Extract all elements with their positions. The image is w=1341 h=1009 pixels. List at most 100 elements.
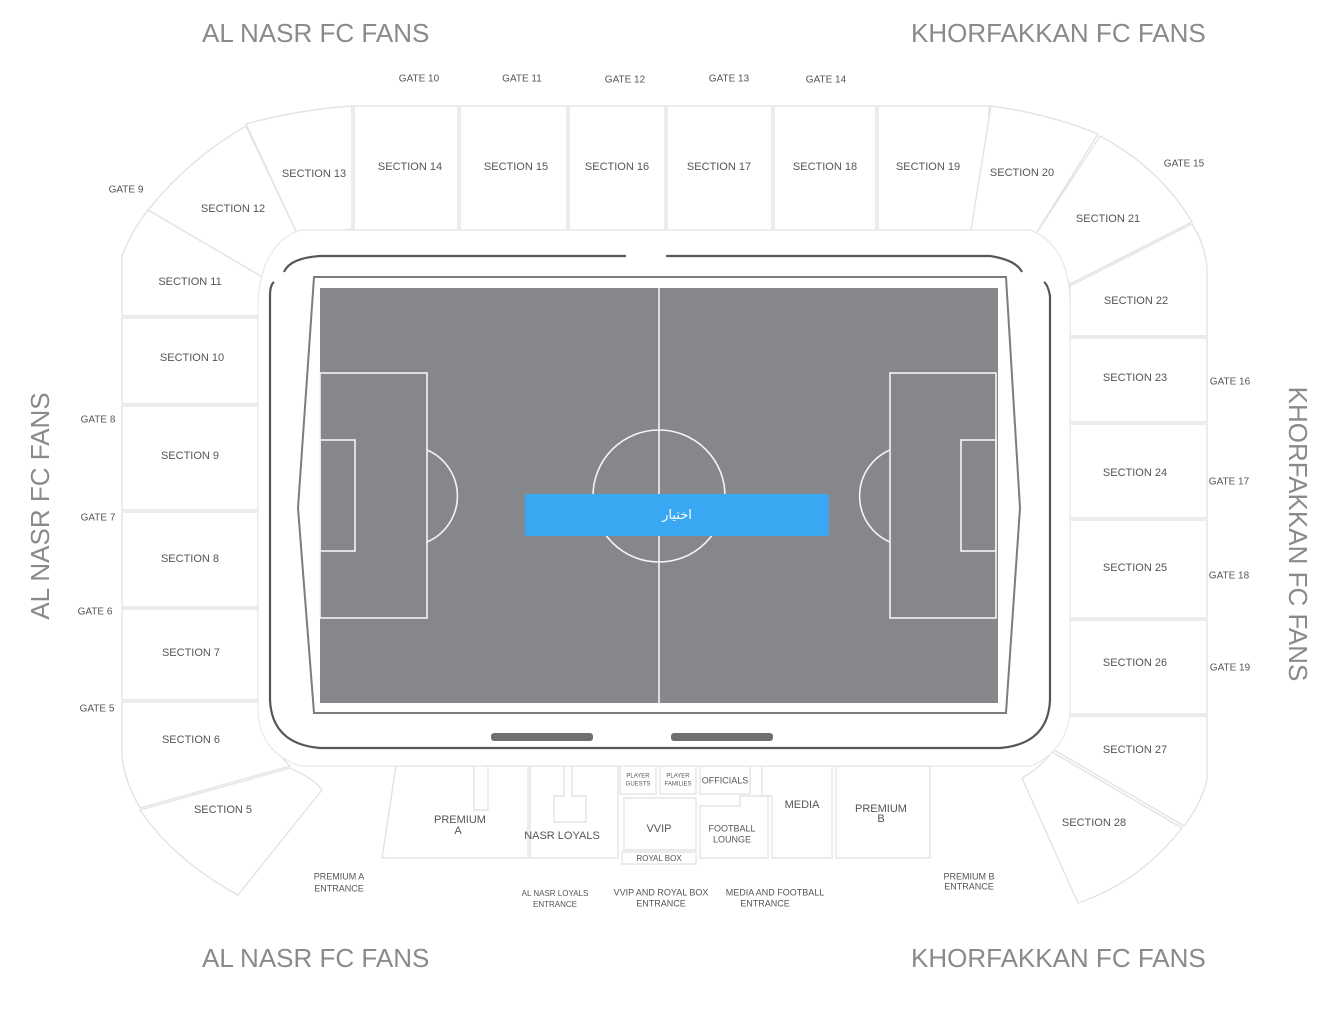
section-26[interactable]: SECTION 26 — [1069, 619, 1208, 715]
gate-11-label: GATE 11 — [502, 74, 542, 85]
section-22-label: SECTION 22 — [1104, 295, 1168, 307]
player-families-area[interactable]: PLAYER FAMILIES — [659, 765, 697, 795]
section-15[interactable]: SECTION 15 — [459, 105, 568, 231]
media-area[interactable]: MEDIA — [761, 765, 833, 859]
section-24-label: SECTION 24 — [1103, 467, 1167, 479]
gate-19-label: GATE 19 — [1210, 663, 1251, 674]
nasr-loyals-entrance-line1: AL NASR LOYALS — [522, 889, 589, 898]
track-ring — [268, 254, 1052, 750]
officials-area[interactable]: OFFICIALS — [699, 765, 751, 795]
media-label: MEDIA — [785, 799, 821, 811]
section-18-label: SECTION 18 — [793, 161, 857, 173]
section-15-label: SECTION 15 — [484, 161, 548, 173]
premium-a-entrance-line1: PREMIUM A — [314, 871, 365, 881]
nasr-loyals-label: NASR LOYALS — [524, 830, 600, 842]
section-23[interactable]: SECTION 23 — [1069, 337, 1208, 423]
section-6-label: SECTION 6 — [162, 734, 220, 746]
section-5-label: SECTION 5 — [194, 804, 252, 816]
premium-a-area[interactable]: PREMIUM A — [381, 765, 529, 859]
section-18[interactable]: SECTION 18 — [773, 105, 877, 231]
premium-b-area[interactable]: PREMIUM B — [835, 765, 931, 859]
fans-label-top-left: AL NASR FC FANS — [202, 18, 429, 48]
select-button[interactable]: اختيار — [525, 494, 829, 536]
section-8[interactable]: SECTION 8 — [121, 511, 259, 608]
premium-a-label-line2: A — [454, 825, 462, 837]
gate-7-label: GATE 7 — [81, 513, 116, 524]
section-7-label: SECTION 7 — [162, 647, 220, 659]
section-25-label: SECTION 25 — [1103, 562, 1167, 574]
section-23-label: SECTION 23 — [1103, 372, 1167, 384]
player-guests-area[interactable]: PLAYER GUESTS — [619, 765, 657, 795]
fans-label-right-side: KHORFAKKAN FC FANS — [1283, 387, 1313, 682]
section-19-label: SECTION 19 — [896, 161, 960, 173]
gate-17-label: GATE 17 — [1209, 477, 1250, 488]
nasr-loyals-entrance-line2: ENTRANCE — [533, 900, 577, 909]
section-17-label: SECTION 17 — [687, 161, 751, 173]
section-25[interactable]: SECTION 25 — [1069, 519, 1208, 619]
section-21-label: SECTION 21 — [1076, 213, 1140, 225]
player-families-label-line2: FAMILIES — [664, 782, 691, 788]
section-17[interactable]: SECTION 17 — [666, 105, 773, 231]
section-16-label: SECTION 16 — [585, 161, 649, 173]
section-7[interactable]: SECTION 7 — [121, 608, 259, 701]
section-14[interactable]: SECTION 14 — [353, 105, 459, 231]
section-11[interactable]: SECTION 11 — [121, 209, 265, 317]
section-13[interactable]: SECTION 13 — [245, 105, 353, 241]
football-lounge-area[interactable]: FOOTBALL LOUNGE — [699, 795, 769, 859]
section-16[interactable]: SECTION 16 — [568, 105, 666, 231]
gate-12-label: GATE 12 — [605, 75, 646, 86]
gate-18-label: GATE 18 — [1209, 571, 1250, 582]
gate-10-label: GATE 10 — [399, 74, 440, 85]
section-22[interactable]: SECTION 22 — [1069, 223, 1208, 337]
gate-13-label: GATE 13 — [709, 74, 750, 85]
royal-box-label: ROYAL BOX — [636, 854, 682, 863]
premium-b-label-line2: B — [877, 813, 884, 825]
premium-a-label-line1: PREMIUM — [434, 814, 486, 826]
gate-6-label: GATE 6 — [78, 607, 113, 618]
football-lounge-label-line2: LOUNGE — [713, 834, 751, 844]
football-lounge-label-line1: FOOTBALL — [708, 823, 755, 833]
fans-label-left-side: AL NASR FC FANS — [25, 392, 55, 619]
section-9-label: SECTION 9 — [161, 450, 219, 462]
fans-label-bottom-right: KHORFAKKAN FC FANS — [911, 943, 1206, 973]
vvip-royal-entrance-line2: ENTRANCE — [636, 898, 686, 908]
section-14-label: SECTION 14 — [378, 161, 442, 173]
gate-15-label: GATE 15 — [1164, 159, 1205, 170]
premium-b-entrance-line1: PREMIUM B — [943, 871, 994, 881]
fans-label-bottom-left: AL NASR FC FANS — [202, 943, 429, 973]
fans-label-top-right: KHORFAKKAN FC FANS — [911, 18, 1206, 48]
premium-b-entrance-line2: ENTRANCE — [944, 881, 994, 891]
vvip-area[interactable]: VVIP — [623, 797, 697, 851]
media-football-entrance-line2: ENTRANCE — [740, 898, 790, 908]
premium-b-label-line1: PREMIUM — [855, 803, 907, 815]
section-10-label: SECTION 10 — [160, 352, 224, 364]
section-5[interactable]: SECTION 5 — [138, 767, 323, 896]
section-10[interactable]: SECTION 10 — [121, 317, 259, 405]
section-8-label: SECTION 8 — [161, 553, 219, 565]
nasr-loyals-area[interactable]: NASR LOYALS — [524, 765, 619, 859]
gate-16-label: GATE 16 — [1210, 377, 1251, 388]
section-9[interactable]: SECTION 9 — [121, 405, 259, 511]
section-24[interactable]: SECTION 24 — [1069, 423, 1208, 519]
player-guests-label-line1: PLAYER — [626, 774, 650, 780]
gate-14-label: GATE 14 — [806, 75, 847, 86]
premium-a-entrance-line2: ENTRANCE — [314, 883, 364, 893]
section-20-label: SECTION 20 — [990, 167, 1054, 179]
player-guests-label-line2: GUESTS — [626, 782, 651, 788]
gate-9-label: GATE 9 — [109, 185, 144, 196]
section-19[interactable]: SECTION 19 — [877, 105, 990, 231]
player-families-label-line1: PLAYER — [666, 774, 690, 780]
gate-5-label: GATE 5 — [80, 704, 115, 715]
royal-box-area[interactable]: ROYAL BOX — [621, 851, 697, 865]
vvip-label: VVIP — [646, 823, 671, 835]
section-12-label: SECTION 12 — [201, 203, 265, 215]
gate-8-label: GATE 8 — [81, 415, 116, 426]
section-11-label: SECTION 11 — [158, 276, 221, 288]
media-football-entrance-line1: MEDIA AND FOOTBALL — [726, 887, 825, 897]
section-13-label: SECTION 13 — [282, 168, 346, 180]
vvip-royal-entrance-line1: VVIP AND ROYAL BOX — [614, 887, 709, 897]
section-20[interactable]: SECTION 20 — [970, 105, 1100, 244]
section-26-label: SECTION 26 — [1103, 657, 1167, 669]
section-28[interactable]: SECTION 28 — [1021, 751, 1184, 904]
section-28-label: SECTION 28 — [1062, 817, 1126, 829]
